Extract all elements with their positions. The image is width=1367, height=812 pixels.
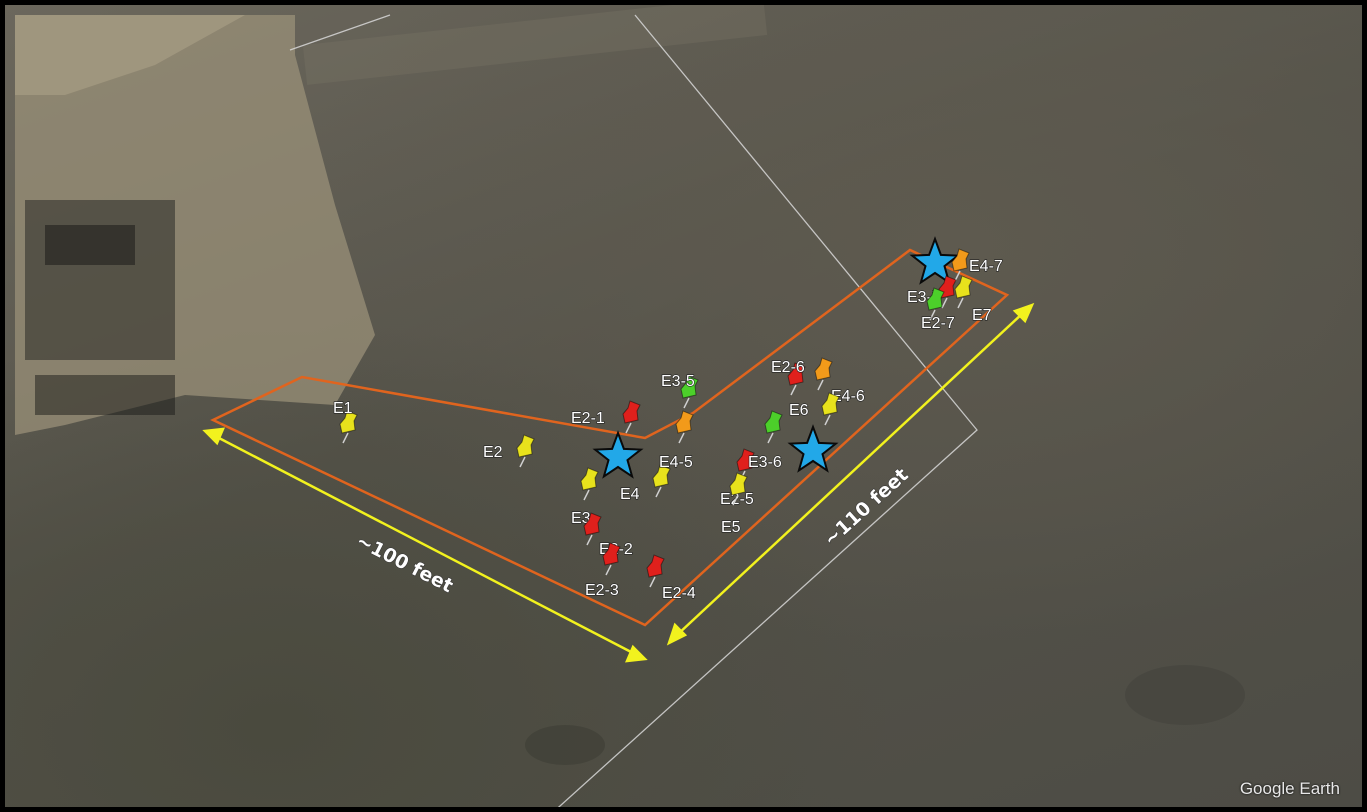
pushpin-needle <box>954 270 961 282</box>
pushpin-e3-5[interactable]: E3-5 <box>660 372 699 409</box>
pushpin-needle <box>586 534 593 546</box>
pushpin-label: E3-5 <box>661 373 695 390</box>
pushpin-needle <box>732 494 739 506</box>
pushpin-e3[interactable]: E3 <box>570 467 599 528</box>
pushpin-label: E2-7 <box>921 315 955 332</box>
pushpin-label: E4-5 <box>659 454 693 471</box>
pushpin-needle <box>519 456 526 468</box>
pushpin-e6[interactable]: E6 <box>788 392 840 426</box>
pushpin-e7[interactable]: E7 <box>954 275 992 325</box>
pushpin-yellow-icon <box>729 472 748 496</box>
pushpin-yellow-icon <box>339 410 358 434</box>
pushpin-label: E4-7 <box>969 258 1003 275</box>
pushpin-green-icon <box>680 375 699 399</box>
pushpin-label: E5 <box>721 519 741 536</box>
pushpin-yellow-icon <box>516 434 535 458</box>
pushpin-e4-5[interactable]: E4-5 <box>658 410 694 472</box>
pushpin-needle <box>678 432 685 444</box>
pushpin-red-icon <box>646 554 665 578</box>
pushpin-e5[interactable]: E5 <box>720 472 748 537</box>
pushpin-label: E2 <box>483 444 503 461</box>
pushpin-red-icon <box>736 448 755 472</box>
pushpin-needle <box>583 489 590 501</box>
pushpin-e2-5[interactable]: E2-5 <box>719 448 755 509</box>
pushpin-label: E2-4 <box>662 585 696 602</box>
pushpin-green-icon <box>926 287 945 311</box>
pushpin-e2-6[interactable]: E2-6 <box>770 358 806 396</box>
map-attribution: Google Earth <box>1239 779 1340 798</box>
pushpin-e2-3[interactable]: E2-3 <box>584 542 621 600</box>
pushpin-needle <box>625 422 632 434</box>
pushpin-markers: E1E2E2-1E3E2-2E2-3E2-4E4E4-5E3-5E2-5E5E3… <box>332 248 1003 603</box>
pushpin-label: E2-5 <box>720 491 754 508</box>
pushpin-needle <box>957 297 964 309</box>
pushpin-label: E7 <box>972 307 992 324</box>
pushpin-red-icon <box>787 362 806 386</box>
pushpin-orange-icon <box>951 248 970 272</box>
pushpin-yellow-icon <box>954 275 973 299</box>
pushpin-e2-4[interactable]: E2-4 <box>646 554 696 603</box>
pushpin-needle <box>941 297 948 309</box>
pushpin-e4-6[interactable]: E4-6 <box>814 357 865 406</box>
distance-arrows <box>202 302 1035 663</box>
pushpin-e4-7[interactable]: E4-7 <box>951 248 1003 282</box>
pushpin-e2-7[interactable]: E2-7 <box>920 287 955 333</box>
star-marker-icon <box>592 430 644 479</box>
pushpin-label: E2-6 <box>771 359 805 376</box>
pushpin-orange-icon <box>814 357 833 381</box>
distance-label-100ft: ~100 feet <box>353 530 457 597</box>
pushpin-needle <box>817 379 824 391</box>
survey-area-outline <box>210 248 1010 627</box>
pushpin-needle <box>605 564 612 576</box>
pushpin-label: E4 <box>620 486 640 503</box>
pushpin-needle <box>683 397 690 409</box>
distance-label-110ft: ~110 feet <box>820 464 913 551</box>
pushpin-yellow-icon <box>821 392 840 416</box>
pushpin-e4[interactable]: E4 <box>619 464 671 504</box>
star-marker-icon <box>787 424 839 473</box>
pushpin-label: E4-6 <box>831 388 865 405</box>
pushpin-needle <box>649 576 656 588</box>
pushpin-needle <box>824 414 831 426</box>
pushpin-red-icon <box>583 512 602 536</box>
pushpin-label: E3-6 <box>748 454 782 471</box>
pushpin-e2[interactable]: E2 <box>482 434 535 468</box>
pushpin-needle <box>790 384 797 396</box>
pushpin-needle <box>342 432 349 444</box>
star-marker-icon <box>909 236 961 285</box>
pushpin-needle <box>929 309 936 321</box>
pushpin-label: E2-1 <box>571 410 605 427</box>
pushpin-red-icon <box>622 400 641 424</box>
parcel-boundary-lines <box>289 14 978 807</box>
pushpin-yellow-icon <box>580 467 599 491</box>
terrain-features <box>15 5 1245 765</box>
pushpin-label: E6 <box>789 402 809 419</box>
pushpin-orange-icon <box>675 410 694 434</box>
pushpin-yellow-icon <box>652 464 671 488</box>
pushpin-needle <box>767 432 774 444</box>
map-overlay: ~100 feet ~110 feet E1E2E2-1E3E2-2E2-3E2… <box>15 5 1245 807</box>
pushpin-label: E3 <box>571 510 591 527</box>
pushpin-red-icon <box>602 542 621 566</box>
pushpin-green-icon <box>764 410 783 434</box>
pushpin-needle <box>655 486 662 498</box>
pushpin-label: E1 <box>333 400 353 417</box>
pushpin-e2-1[interactable]: E2-1 <box>570 400 641 434</box>
pushpin-e1[interactable]: E1 <box>332 399 358 444</box>
pushpin-e3-6[interactable]: E3-6 <box>747 410 783 472</box>
pushpin-label: E2-3 <box>585 582 619 599</box>
star-markers <box>592 236 961 479</box>
